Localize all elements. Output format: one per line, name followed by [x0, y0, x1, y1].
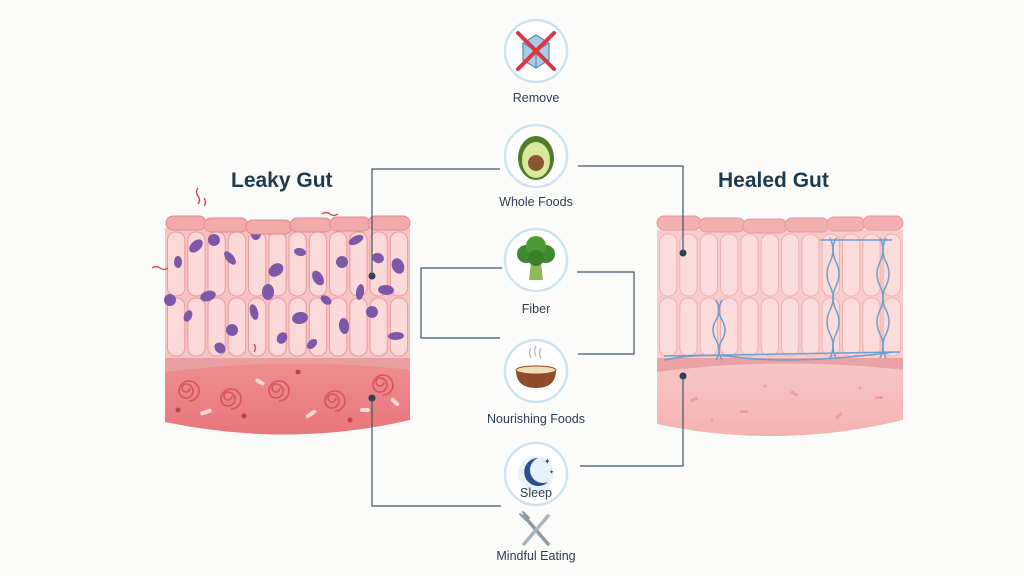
connector-fiber-bracket-left	[420, 267, 502, 339]
epithelial-cell	[288, 297, 307, 357]
bacteria-particle	[189, 239, 203, 253]
leaky-villi-top	[165, 215, 411, 235]
leaky-swirls	[178, 374, 394, 412]
bacteria-particle	[214, 342, 226, 354]
step-label-nourishing-foods: Nourishing Foods	[487, 412, 585, 426]
bacteria-particle	[355, 284, 365, 300]
connector-sleep-to-healed	[580, 376, 684, 467]
bacteria-particle	[338, 318, 350, 334]
bacteria-particle	[388, 331, 404, 341]
svg-text:✦: ✦	[544, 457, 551, 466]
bacteria-particle	[268, 263, 284, 277]
bacteria-particle	[306, 339, 318, 349]
step-label-fiber: Fiber	[521, 302, 551, 316]
epithelial-cell	[308, 231, 328, 297]
fork-knife-icon	[519, 511, 550, 546]
bacteria-particle	[226, 324, 238, 336]
epithelial-cell	[659, 233, 678, 297]
bacteria-particle	[261, 284, 275, 300]
step-label-remove: Remove	[512, 91, 560, 105]
healed-submucosa	[657, 360, 903, 437]
epithelial-cell	[167, 297, 186, 357]
avocado-icon	[503, 123, 569, 189]
bacteria-particle	[366, 306, 378, 318]
bacteria-particle	[372, 252, 384, 264]
leaky-gut-tissue	[151, 187, 411, 435]
bacteria-particle	[208, 234, 220, 246]
epithelial-cell	[760, 297, 780, 357]
no-processed-food-icon	[503, 18, 569, 84]
leaky-bacteria-outside	[151, 187, 339, 353]
healed-epithelium	[657, 230, 903, 358]
healed-tight-junctions	[663, 237, 901, 361]
epithelial-cell	[882, 297, 902, 357]
leaky-debris	[175, 369, 400, 423]
broccoli-icon	[503, 227, 569, 293]
epithelial-cell	[679, 233, 698, 297]
leaky-gut-title: Leaky Gut	[231, 169, 333, 192]
epithelial-cell	[862, 233, 881, 297]
step-label-sleep: Sleep	[520, 486, 552, 500]
epithelial-cell	[659, 297, 678, 357]
bacteria-particle	[174, 256, 182, 268]
epithelial-cell	[369, 231, 388, 297]
epithelial-cell	[248, 231, 267, 297]
epithelial-cell	[842, 297, 861, 357]
leaky-epithelial-cells	[164, 228, 409, 357]
healed-debris	[690, 384, 883, 422]
epithelial-cell	[821, 233, 841, 297]
bacteria-particle	[391, 258, 405, 274]
bacteria-particle	[200, 290, 216, 302]
epithelial-cell	[679, 297, 698, 357]
epithelial-cell	[740, 297, 759, 357]
connector-fiber-bracket-right	[577, 271, 635, 355]
step-label-whole-foods: Whole Foods	[499, 195, 573, 209]
healed-epithelial-cells	[659, 233, 902, 357]
epithelial-cell	[207, 297, 226, 357]
bacteria-particle	[292, 311, 308, 325]
connector-lines	[371, 165, 684, 507]
bacteria-particle	[294, 247, 306, 257]
healed-gut-title: Healed Gut	[718, 169, 829, 192]
bacteria-particle	[348, 234, 364, 246]
step-label-mindful-eating: Mindful Eating	[496, 549, 576, 563]
epithelial-cell	[720, 297, 739, 357]
connector-sleep-to-leaky	[371, 398, 501, 507]
epithelial-cell	[187, 297, 206, 357]
epithelial-cell	[699, 233, 719, 297]
epithelial-cell	[801, 297, 820, 357]
bacteria-particle	[378, 284, 394, 296]
epithelial-cell	[227, 231, 247, 297]
epithelial-cell	[740, 233, 759, 297]
epithelial-cell	[862, 297, 881, 357]
epithelial-cell	[781, 297, 800, 357]
bacteria-particle	[249, 304, 259, 320]
connector-whole-foods-to-leaky	[371, 168, 500, 276]
bacteria-particle	[312, 270, 324, 286]
connector-whole-foods-to-healed	[578, 165, 684, 253]
bacteria-particle	[183, 310, 193, 322]
epithelial-cell	[268, 297, 287, 357]
svg-text:✦: ✦	[549, 469, 554, 476]
moon-stars-icon: ✦ ✦	[503, 441, 569, 507]
epithelial-cell	[389, 297, 409, 357]
epithelial-cell	[801, 233, 820, 297]
bacteria-particle	[336, 256, 348, 268]
bacteria-particle	[164, 294, 176, 306]
epithelial-cell	[781, 233, 800, 297]
epithelial-cell	[349, 297, 368, 357]
epithelial-cell	[288, 231, 307, 297]
healed-gut-tissue	[656, 215, 904, 437]
epithelial-cell	[760, 233, 780, 297]
epithelial-cell	[720, 233, 739, 297]
bacteria-particle	[224, 251, 236, 265]
epithelial-cell	[699, 297, 719, 357]
healed-villi-top	[656, 215, 904, 234]
epithelial-cell	[842, 233, 861, 297]
bacteria-particle	[276, 332, 288, 344]
soup-bowl-icon	[503, 338, 569, 404]
bacteria-particle	[320, 295, 332, 305]
